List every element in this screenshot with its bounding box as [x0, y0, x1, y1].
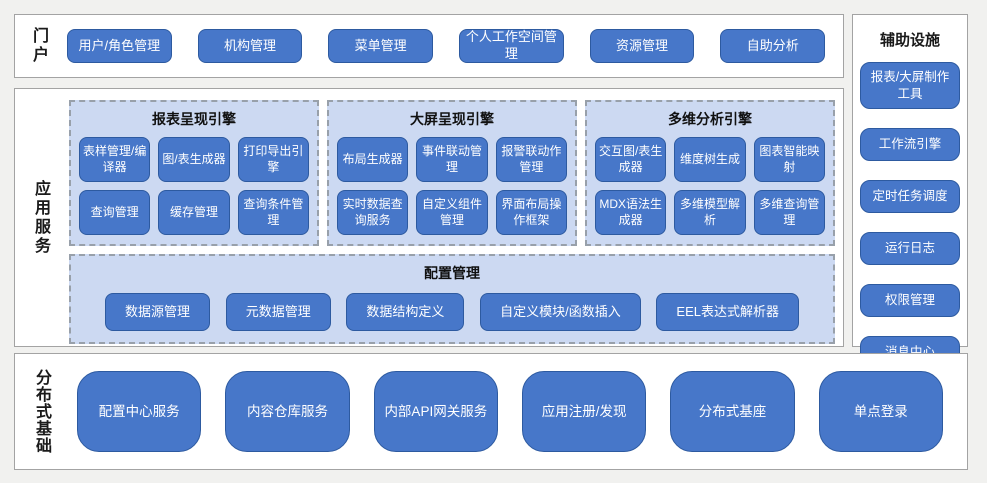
node-realtime-data-query-service: 实时数据查询服务 — [337, 190, 409, 235]
node-personal-workspace-management: 个人工作空间管理 — [459, 29, 564, 63]
panel-title: 大屏呈现引擎 — [410, 111, 494, 127]
node-distributed-base: 分布式基座 — [670, 371, 795, 452]
node-scheduled-task-scheduler: 定时任务调度 — [860, 180, 960, 213]
node-single-sign-on: 单点登录 — [818, 371, 943, 452]
distributed-foundation-section: 分布式基础 配置中心服务 内容仓库服务 内部API网关服务 应用注册/发现 分布… — [14, 353, 968, 470]
node-print-export-engine: 打印导出引擎 — [237, 137, 309, 182]
engine-node-grid: 交互图/表生成器 维度树生成 图表智能映射 MDX语法生成器 多维模型解析 多维… — [595, 137, 825, 235]
node-org-management: 机构管理 — [197, 29, 303, 63]
config-node-row: 数据源管理 元数据管理 数据结构定义 自定义模块/函数插入 EEL表达式解析器 — [79, 291, 825, 333]
node-interactive-chart-table-generator: 交互图/表生成器 — [595, 137, 667, 182]
node-content-repository-service: 内容仓库服务 — [225, 371, 350, 452]
node-menu-management: 菜单管理 — [328, 29, 434, 63]
node-run-log: 运行日志 — [860, 232, 960, 265]
portal-label-text: 门户 — [30, 27, 47, 65]
panel-multidimensional-analysis-engine: 多维分析引擎 交互图/表生成器 维度树生成 图表智能映射 MDX语法生成器 多维… — [585, 100, 835, 246]
node-metadata-management: 元数据管理 — [225, 293, 331, 331]
distributed-foundation-label: 分布式基础 — [15, 354, 67, 469]
node-self-service-analysis: 自助分析 — [720, 29, 826, 63]
portal-node-row: 用户/角色管理 机构管理 菜单管理 个人工作空间管理 资源管理 自助分析 — [61, 15, 843, 77]
panel-title: 配置管理 — [424, 265, 480, 281]
engine-node-grid: 布局生成器 事件联动管理 报警联动作管理 实时数据查询服务 自定义组件管理 界面… — [337, 137, 567, 235]
node-workflow-engine: 工作流引擎 — [860, 128, 960, 161]
auxiliary-section-title: 辅助设施 — [879, 32, 940, 49]
engine-node-grid: 表样管理/编译器 图/表生成器 打印导出引擎 查询管理 缓存管理 查询条件管理 — [79, 137, 309, 235]
node-multidim-model-parsing: 多维模型解析 — [674, 190, 746, 235]
node-query-condition-management: 查询条件管理 — [237, 190, 309, 235]
node-custom-module-function-insertion: 自定义模块/函数插入 — [480, 293, 641, 331]
app-services-section-label: 应用服务 — [15, 89, 65, 346]
node-event-linkage-management: 事件联动管理 — [416, 137, 488, 182]
node-internal-api-gateway-service: 内部API网关服务 — [373, 371, 498, 452]
node-datasource-management: 数据源管理 — [105, 293, 211, 331]
auxiliary-section: 辅助设施 报表/大屏制作工具 工作流引擎 定时任务调度 运行日志 权限管理 消息… — [852, 14, 968, 369]
node-multidim-query-management: 多维查询管理 — [753, 190, 825, 235]
panel-title: 报表呈现引擎 — [152, 111, 236, 127]
node-user-role-management: 用户/角色管理 — [67, 29, 172, 63]
app-services-label-text: 应用服务 — [32, 179, 49, 256]
panel-configuration-management: 配置管理 数据源管理 元数据管理 数据结构定义 自定义模块/函数插入 EEL表达… — [69, 254, 835, 344]
app-services-section: 应用服务 报表呈现引擎 表样管理/编译器 图/表生成器 打印导出引擎 查询管理 … — [14, 88, 844, 347]
distributed-node-row: 配置中心服务 内容仓库服务 内部API网关服务 应用注册/发现 分布式基座 单点… — [67, 354, 967, 469]
node-chart-smart-mapping: 图表智能映射 — [753, 137, 825, 182]
node-resource-management: 资源管理 — [589, 29, 695, 63]
node-custom-component-management: 自定义组件管理 — [416, 190, 488, 235]
node-ui-layout-operation-framework: 界面布局操作框架 — [495, 190, 567, 235]
node-config-center-service: 配置中心服务 — [77, 371, 202, 452]
panel-bigscreen-rendering-engine: 大屏呈现引擎 布局生成器 事件联动管理 报警联动作管理 实时数据查询服务 自定义… — [327, 100, 577, 246]
node-mdx-syntax-generator: MDX语法生成器 — [595, 190, 667, 235]
node-cache-management: 缓存管理 — [158, 190, 230, 235]
panel-title: 多维分析引擎 — [668, 111, 752, 127]
node-permission-management: 权限管理 — [860, 284, 960, 317]
node-alarm-linkage-action-management: 报警联动作管理 — [495, 137, 567, 182]
node-chart-table-generator: 图/表生成器 — [158, 137, 230, 182]
app-services-body: 报表呈现引擎 表样管理/编译器 图/表生成器 打印导出引擎 查询管理 缓存管理 … — [65, 89, 843, 346]
node-dimension-tree-generation: 维度树生成 — [674, 137, 746, 182]
portal-section-label: 门户 — [15, 15, 61, 77]
portal-section: 门户 用户/角色管理 机构管理 菜单管理 个人工作空间管理 资源管理 自助分析 — [14, 14, 844, 78]
node-report-bigscreen-authoring-tool: 报表/大屏制作工具 — [860, 62, 960, 109]
node-app-registration-discovery: 应用注册/发现 — [521, 371, 647, 452]
node-sheet-style-management-compiler: 表样管理/编译器 — [79, 137, 151, 182]
engine-panels-row: 报表呈现引擎 表样管理/编译器 图/表生成器 打印导出引擎 查询管理 缓存管理 … — [69, 100, 835, 246]
node-query-management: 查询管理 — [79, 190, 151, 235]
panel-report-rendering-engine: 报表呈现引擎 表样管理/编译器 图/表生成器 打印导出引擎 查询管理 缓存管理 … — [69, 100, 319, 246]
auxiliary-node-column: 报表/大屏制作工具 工作流引擎 定时任务调度 运行日志 权限管理 消息中心 — [860, 62, 960, 369]
node-data-structure-definition: 数据结构定义 — [346, 293, 465, 331]
node-eel-expression-parser: EEL表达式解析器 — [656, 293, 799, 331]
distributed-foundation-label-text: 分布式基础 — [33, 369, 50, 454]
node-layout-generator: 布局生成器 — [337, 137, 409, 182]
